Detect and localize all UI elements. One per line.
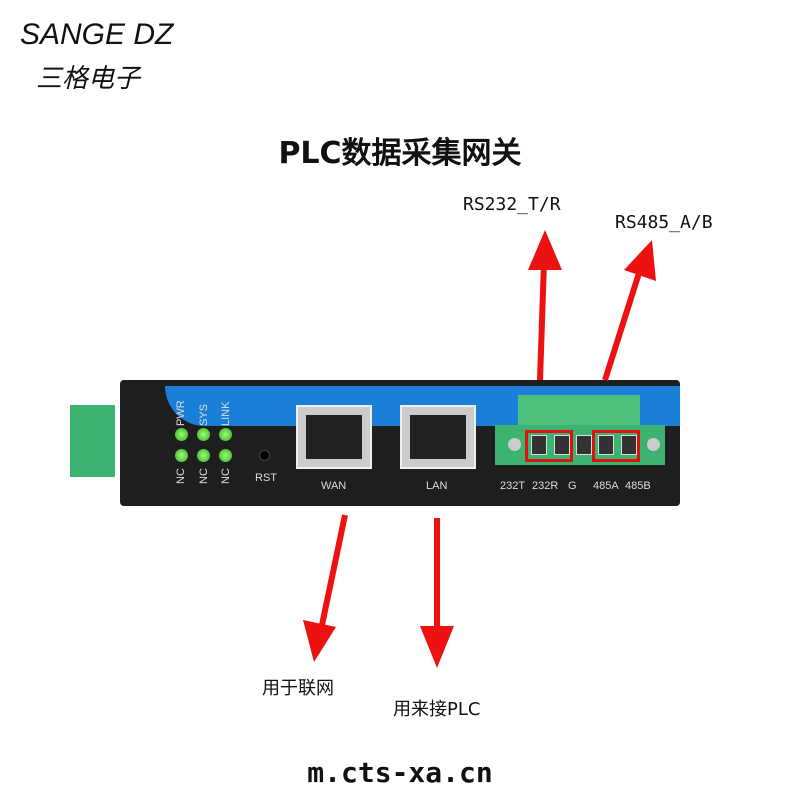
reset-button[interactable] (259, 450, 270, 461)
terminal-label: 232R (532, 480, 559, 492)
wan-label: 用于联网 (262, 678, 334, 699)
terminal-label: 232T (500, 480, 526, 492)
rs232-label: RS232_T/R (463, 194, 561, 215)
lan-label: 用来接PLC (393, 699, 481, 720)
arrow-rs485 (602, 240, 656, 381)
led-nc (175, 449, 188, 462)
led-nc (197, 449, 210, 462)
led-nc (219, 449, 232, 462)
arrow-wan (303, 514, 348, 662)
power-terminal (70, 405, 115, 477)
rs485-label: RS485_A/B (615, 212, 713, 233)
lan-port (400, 405, 476, 469)
led-pwr (175, 428, 188, 441)
screw-icon (508, 438, 521, 451)
brand-name-cn: 三格电子 (36, 64, 141, 94)
gateway-device: PWR SYS LINK NC NC NC RST WAN LAN 232T 2… (70, 380, 690, 510)
arrow-lan (420, 518, 454, 668)
led-sys (197, 428, 210, 441)
brand-name: SANGE DZ (20, 18, 174, 51)
terminal-label: 485B (625, 480, 651, 492)
reset-label: RST (255, 472, 277, 484)
terminal-label: G (568, 480, 577, 492)
terminal-label: 485A (593, 480, 619, 492)
led-link (219, 428, 232, 441)
lan-port-label: LAN (426, 480, 448, 492)
website-url: m.cts-xa.cn (307, 756, 493, 789)
serial-terminal-block (518, 395, 640, 425)
wan-port-label: WAN (321, 480, 347, 492)
rs232-highlight (525, 430, 573, 462)
wan-port (296, 405, 372, 469)
screw-icon (647, 438, 660, 451)
arrow-rs232 (528, 230, 562, 381)
rs485-highlight (592, 430, 640, 462)
page-title: PLC数据采集网关 (278, 136, 522, 171)
